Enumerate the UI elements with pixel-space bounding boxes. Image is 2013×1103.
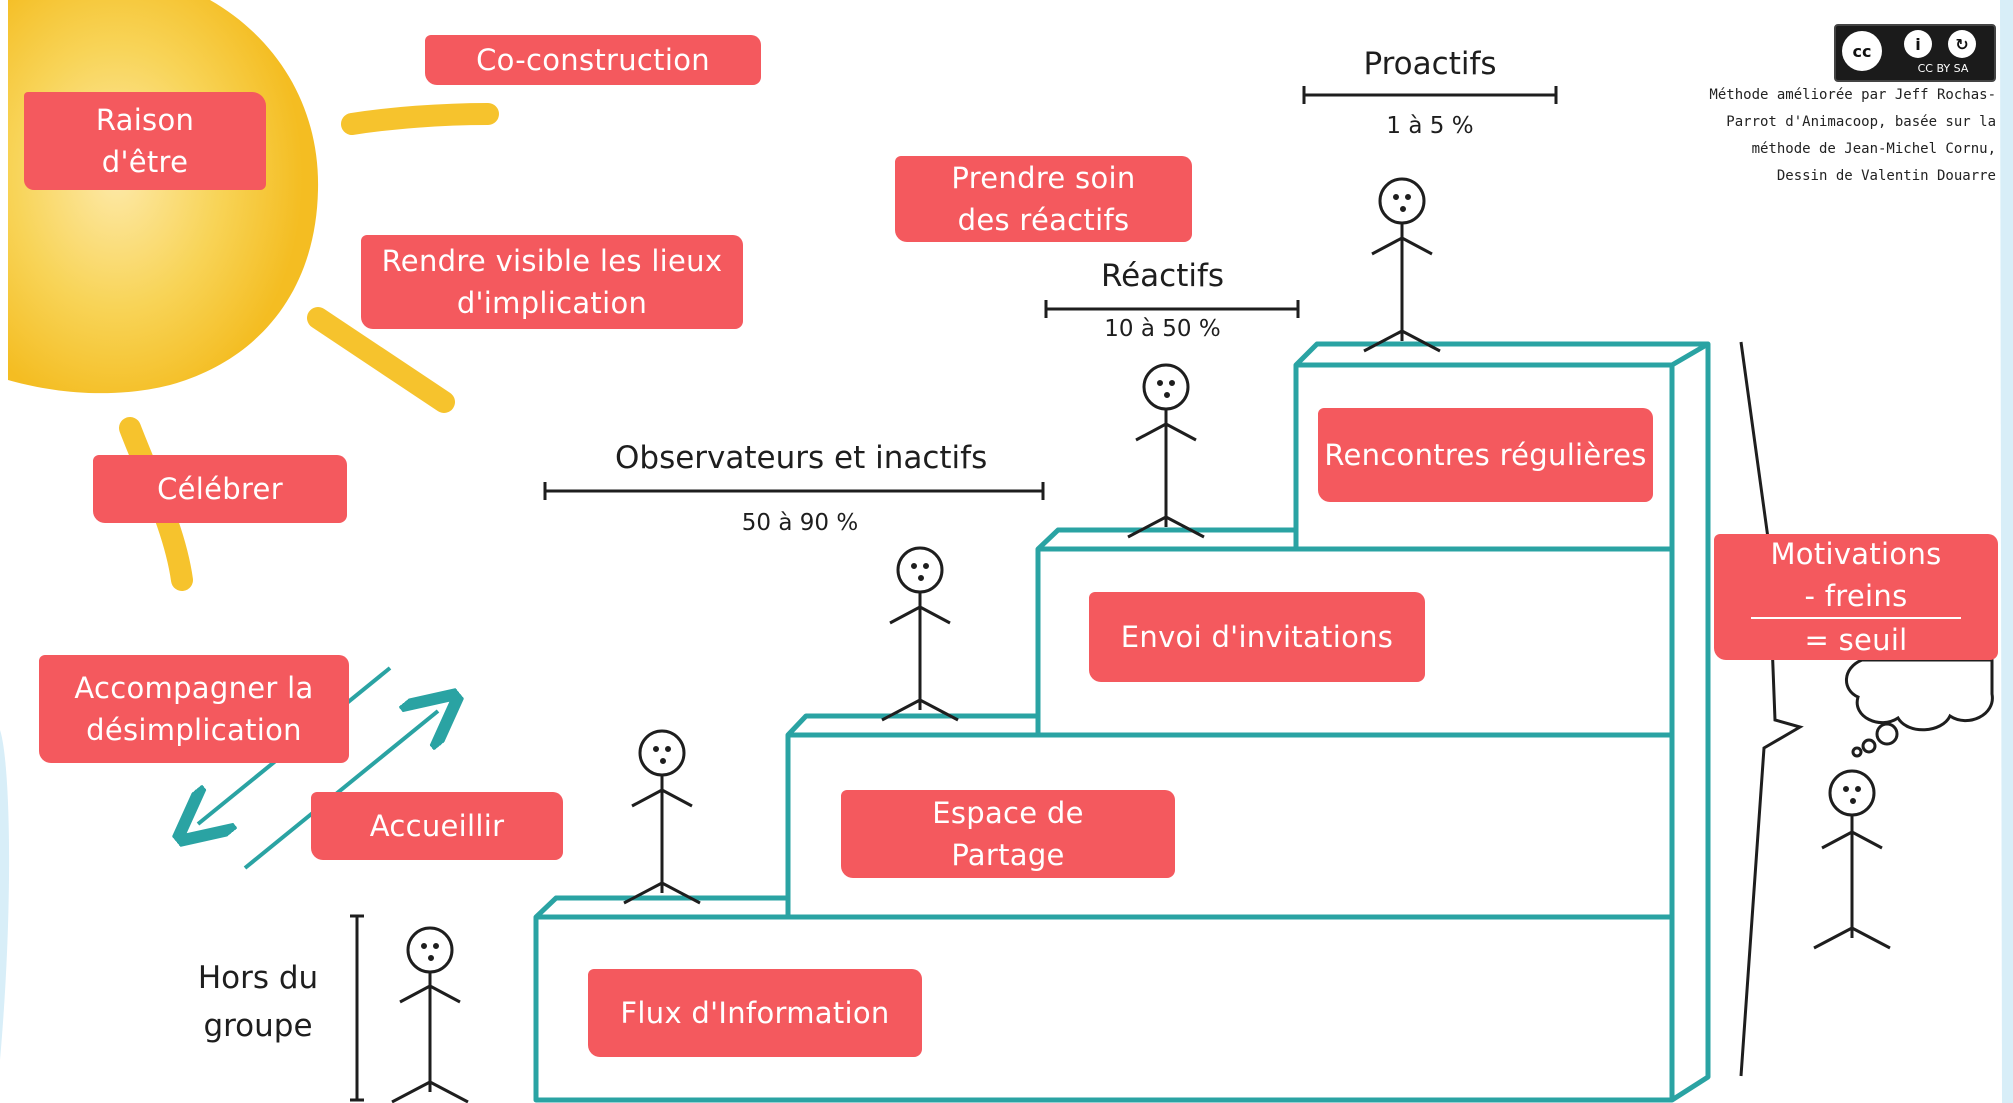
figure-observateur-2	[881, 546, 959, 722]
tag-envoi-invitations: Envoi d'invitations	[1089, 592, 1425, 682]
tag-rendre-visible: Rendre visible les lieux d'implication	[361, 235, 743, 329]
label-reactifs: Réactifs	[1100, 258, 1225, 294]
tag-accompagner-line-2: désimplication	[86, 713, 302, 747]
tag-co-construction: Co-construction	[425, 35, 761, 85]
sun-ray-2	[307, 307, 455, 413]
thought-cloud	[1845, 658, 1994, 732]
tag-espace-line-1: Espace de	[932, 796, 1084, 830]
credits-text: Méthode améliorée par Jeff Rochas- Parro…	[1640, 82, 1996, 190]
sun-ray-1	[341, 103, 499, 135]
label-observateurs-title: Observateurs et inactifs	[615, 440, 988, 476]
label-observateurs-pct: 50 à 90 %	[741, 510, 859, 536]
label-proactifs-pct: 1 à 5 %	[1386, 113, 1474, 139]
tag-visible-line-1: Rendre visible les lieux	[381, 244, 723, 278]
tag-motivation-formula: Motivations - freins = seuil	[1714, 534, 1998, 660]
sa-icon: ↻	[1948, 30, 1976, 58]
figure-reactif	[1127, 363, 1205, 539]
tag-co-construction-text: Co-construction	[476, 43, 710, 77]
figure-observateur-1	[623, 729, 701, 905]
credit-line-2: Parrot d'Animacoop, basée sur la	[1726, 114, 1996, 130]
tag-visible-line-2: d'implication	[456, 286, 648, 320]
sun-disc	[8, 0, 319, 394]
figure-hors	[391, 926, 469, 1103]
arrow-in	[243, 711, 438, 870]
label-hors-line-2: groupe	[203, 1008, 313, 1044]
figure-thinking	[1813, 769, 1891, 950]
tag-espace-partage: Espace de Partage	[841, 790, 1175, 878]
tag-celebrer-text: Célébrer	[157, 472, 283, 506]
label-proactifs: Proactifs	[1363, 46, 1497, 82]
threshold-line	[1739, 341, 1804, 1077]
credit-line-3: méthode de Jean-Michel Cornu,	[1751, 141, 1996, 157]
tag-soin-line-2: des réactifs	[957, 203, 1130, 237]
tag-soin-line-1: Prendre soin	[951, 161, 1136, 195]
label-hors-du-groupe: Hors du groupe	[178, 954, 338, 1050]
by-icon: i	[1904, 30, 1932, 58]
thought-dot-3	[1851, 746, 1863, 758]
tag-accueillir: Accueillir	[311, 792, 563, 860]
brackets	[350, 86, 1558, 1102]
stairs	[533, 341, 1711, 1103]
label-reactifs-pct: 10 à 50 %	[1104, 316, 1221, 342]
label-hors-line-1: Hors du	[197, 960, 319, 996]
tag-flux-text: Flux d'Information	[620, 996, 890, 1030]
tag-espace-line-2: Partage	[951, 838, 1065, 872]
credit-line-1: Méthode améliorée par Jeff Rochas-	[1709, 87, 1996, 103]
edge-accent-right	[2000, 0, 2013, 1103]
tag-raison-line-2: d'être	[101, 145, 189, 179]
label-observateurs: Observateurs et inactifs	[545, 440, 1075, 476]
thought-bubble	[1845, 658, 1994, 758]
thought-dot-2	[1861, 738, 1877, 754]
tag-accompagner-line-1: Accompagner la	[74, 671, 314, 705]
cc-icon: cc	[1842, 31, 1882, 71]
tag-celebrer: Célébrer	[93, 455, 347, 523]
stairs-outline	[533, 341, 1711, 1103]
tag-prendre-soin: Prendre soin des réactifs	[895, 156, 1192, 242]
figure-proactif	[1363, 177, 1441, 353]
thought-dot-1	[1875, 722, 1899, 746]
credit-line-4: Dessin de Valentin Douarre	[1776, 168, 1996, 184]
tag-raison-etre: Raison d'être	[24, 92, 266, 190]
formula-line-1: Motivations	[1770, 537, 1942, 571]
tag-flux-information: Flux d'Information	[588, 969, 922, 1057]
formula-line-3: = seuil	[1804, 623, 1908, 657]
formula-line-2: - freins	[1751, 575, 1961, 619]
tag-rencontres-regulieres: Rencontres régulières	[1318, 408, 1653, 502]
tag-accompagner: Accompagner la désimplication	[39, 655, 349, 763]
cc-license-badge: cc i ↻ CC BY SA	[1834, 24, 1996, 82]
tag-rencontres-text: Rencontres régulières	[1324, 438, 1647, 472]
tag-raison-line-1: Raison	[95, 103, 195, 137]
stairs-top-edge	[1670, 341, 1710, 368]
edge-accent-left	[0, 730, 10, 1060]
tag-envoi-text: Envoi d'invitations	[1120, 620, 1394, 654]
tag-accueillir-text: Accueillir	[369, 809, 505, 843]
cc-license-text: CC BY SA	[1917, 62, 1969, 75]
